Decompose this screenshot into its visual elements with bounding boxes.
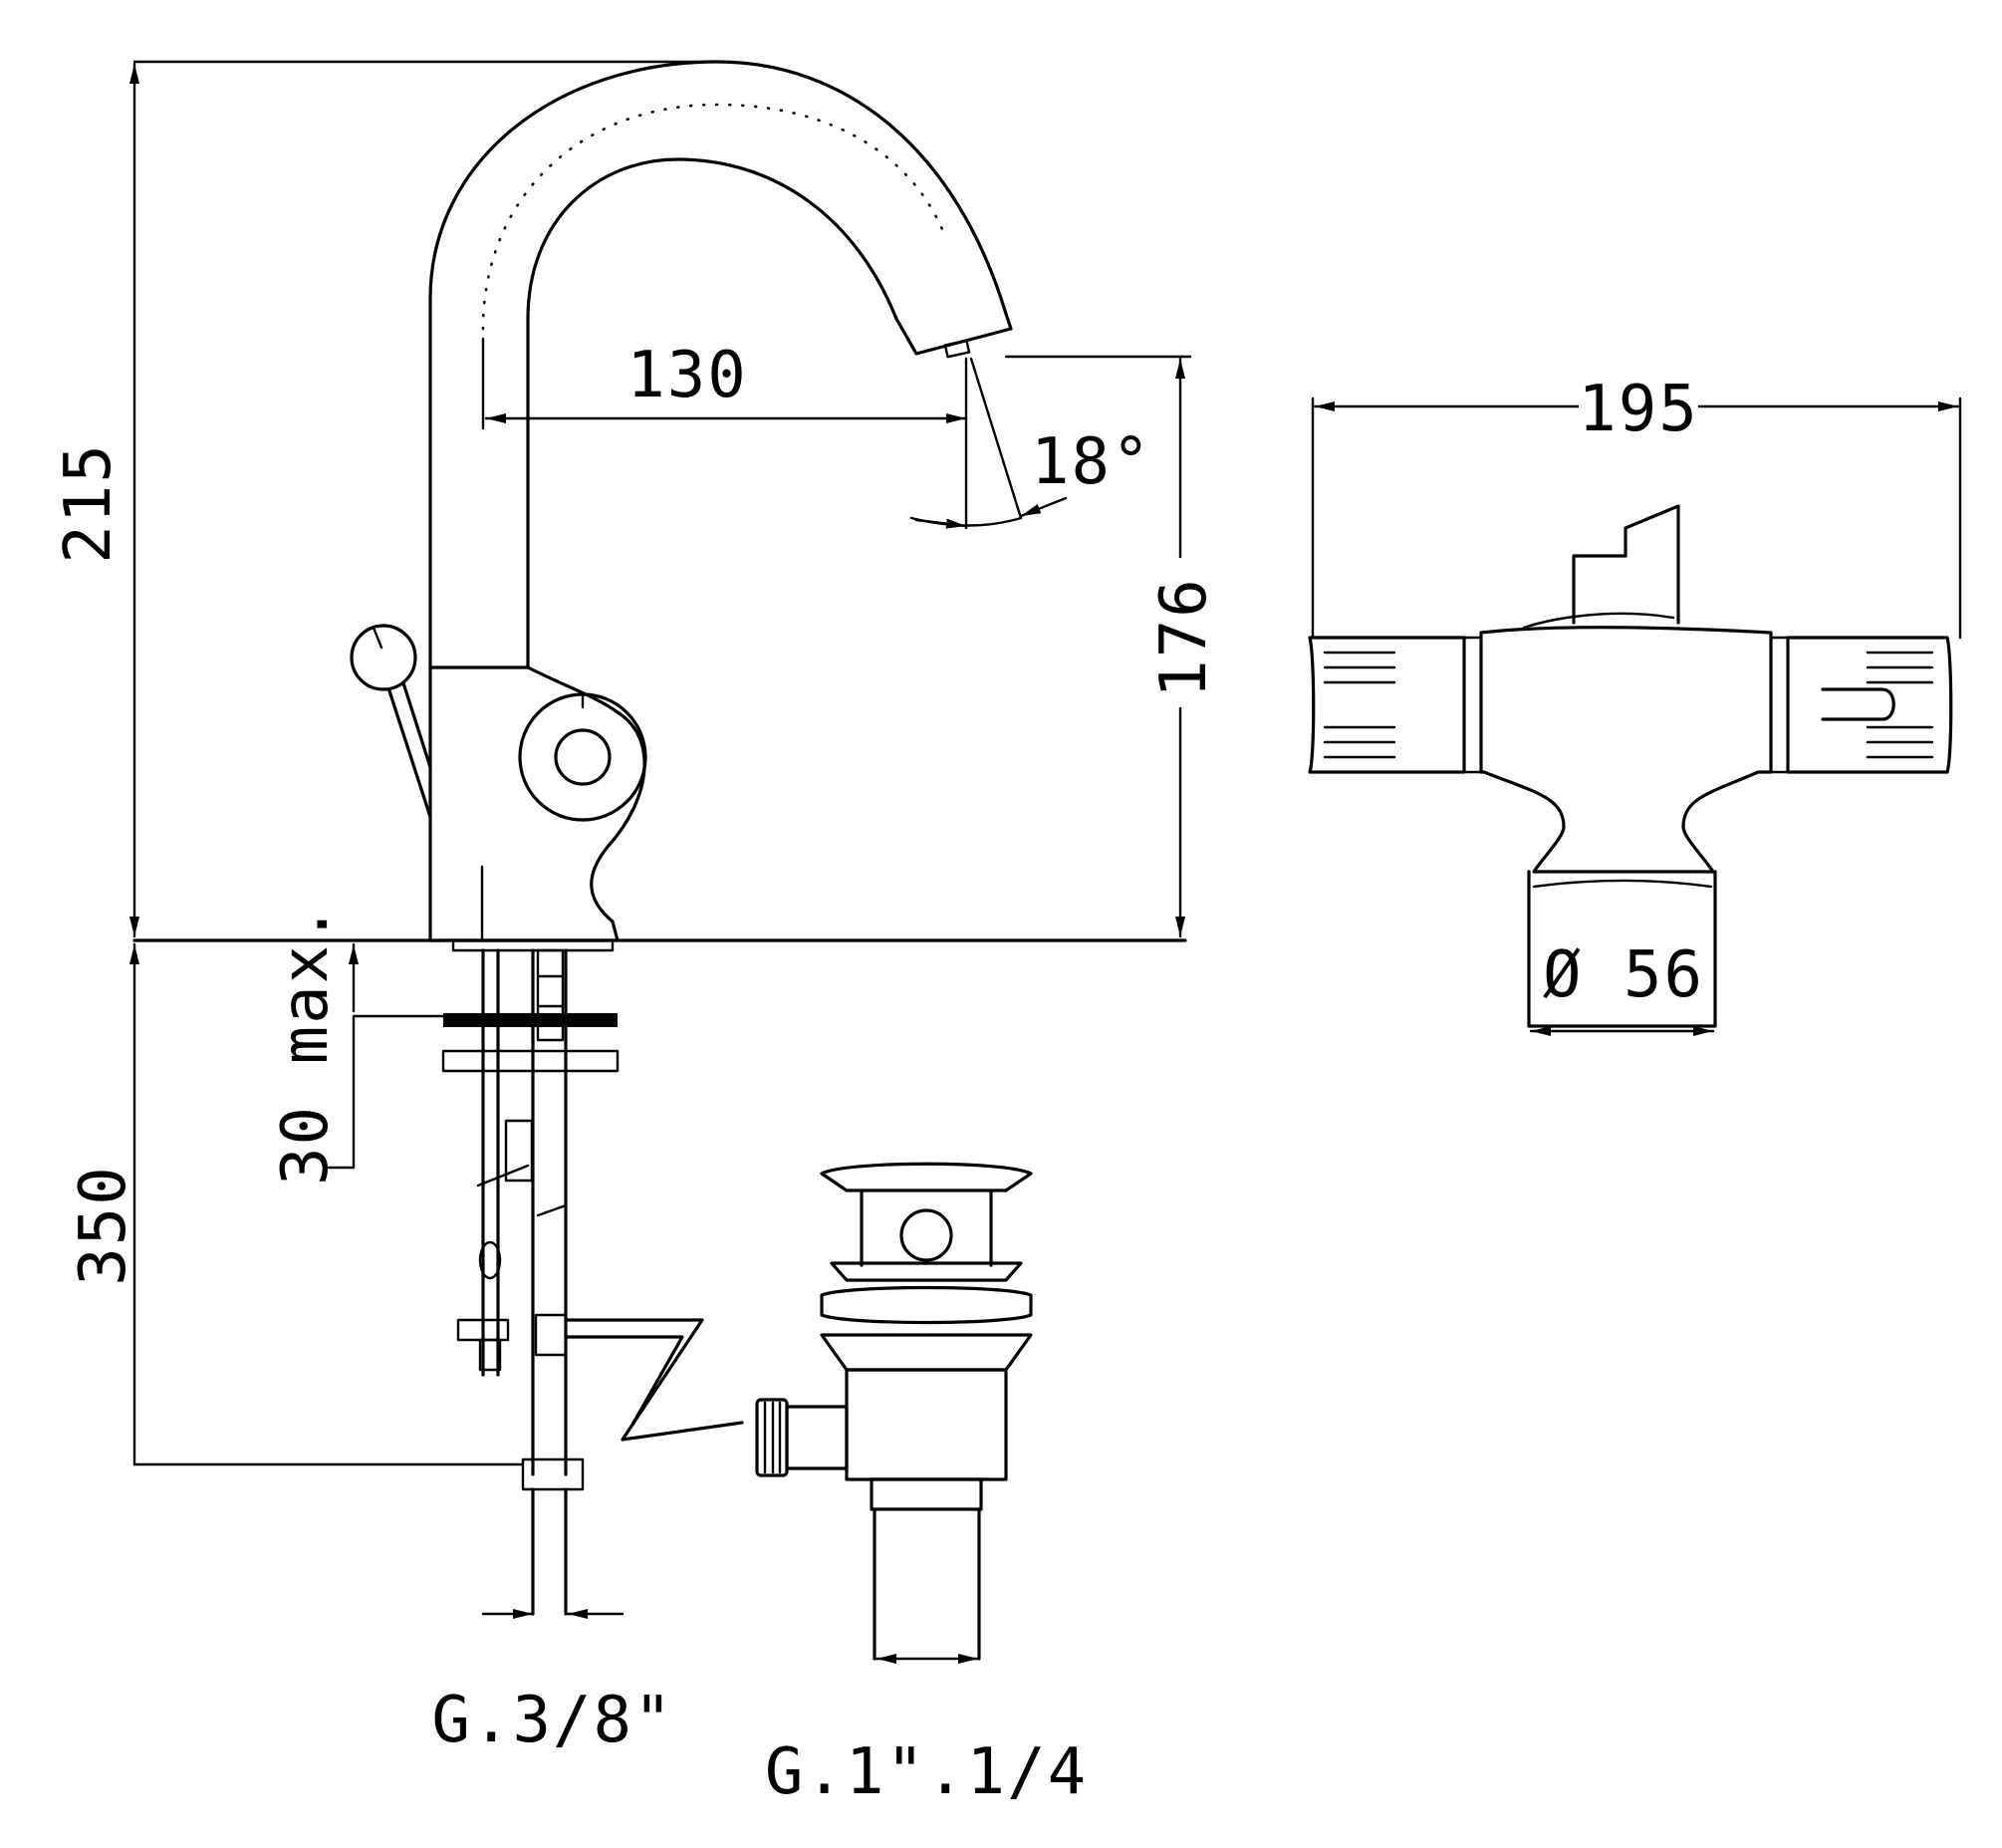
fixing-nut (441, 1049, 620, 1073)
hose-end-fitting (521, 1457, 585, 1491)
lever-arm (381, 670, 432, 819)
dim-spout-height-label: 176 (1147, 577, 1221, 698)
dim-height-label: 215 (52, 442, 125, 564)
top-dimensions: 195 Ø 56 (1311, 373, 1962, 1036)
right-handle (1786, 636, 1953, 774)
hose-fitting (536, 948, 565, 1042)
side-dimensions: 215 130 18° 176 30 max. 350 G.3/8" (52, 60, 1221, 1809)
spout-inner (526, 157, 898, 669)
dim-counter-label: 30 max. (269, 903, 343, 1186)
spout-top-icon (1572, 504, 1680, 625)
spout-aerator (894, 312, 1013, 356)
top-body (1479, 626, 1773, 874)
faucet-body (428, 665, 646, 942)
left-handle (1308, 636, 1466, 774)
lever-knob (350, 624, 417, 691)
popup-rod (564, 1318, 744, 1442)
side-view (132, 60, 1187, 1661)
dim-angle-label: 18° (1031, 425, 1152, 499)
dim-below-label: 350 (67, 1165, 140, 1286)
waste-valve (755, 1162, 1033, 1661)
cartridge-inner-icon (554, 728, 612, 786)
cartridge-outer-icon (518, 692, 647, 822)
top-view (1308, 504, 1953, 1028)
hose-thread-label: G.3/8" (431, 1684, 673, 1757)
dim-reach-label: 130 (626, 339, 748, 412)
aerator-outlet (943, 339, 971, 359)
dim-diameter-label: Ø 56 (1543, 938, 1704, 1012)
popup-nut-icon (755, 1398, 789, 1477)
lever-top-icon (1821, 687, 1895, 721)
waste-thread-label: G.1".1/4 (765, 1735, 1088, 1809)
fixing-washer (443, 1013, 618, 1027)
dim-width-label: 195 (1578, 373, 1699, 446)
spout-dotted-centerline (481, 103, 948, 331)
